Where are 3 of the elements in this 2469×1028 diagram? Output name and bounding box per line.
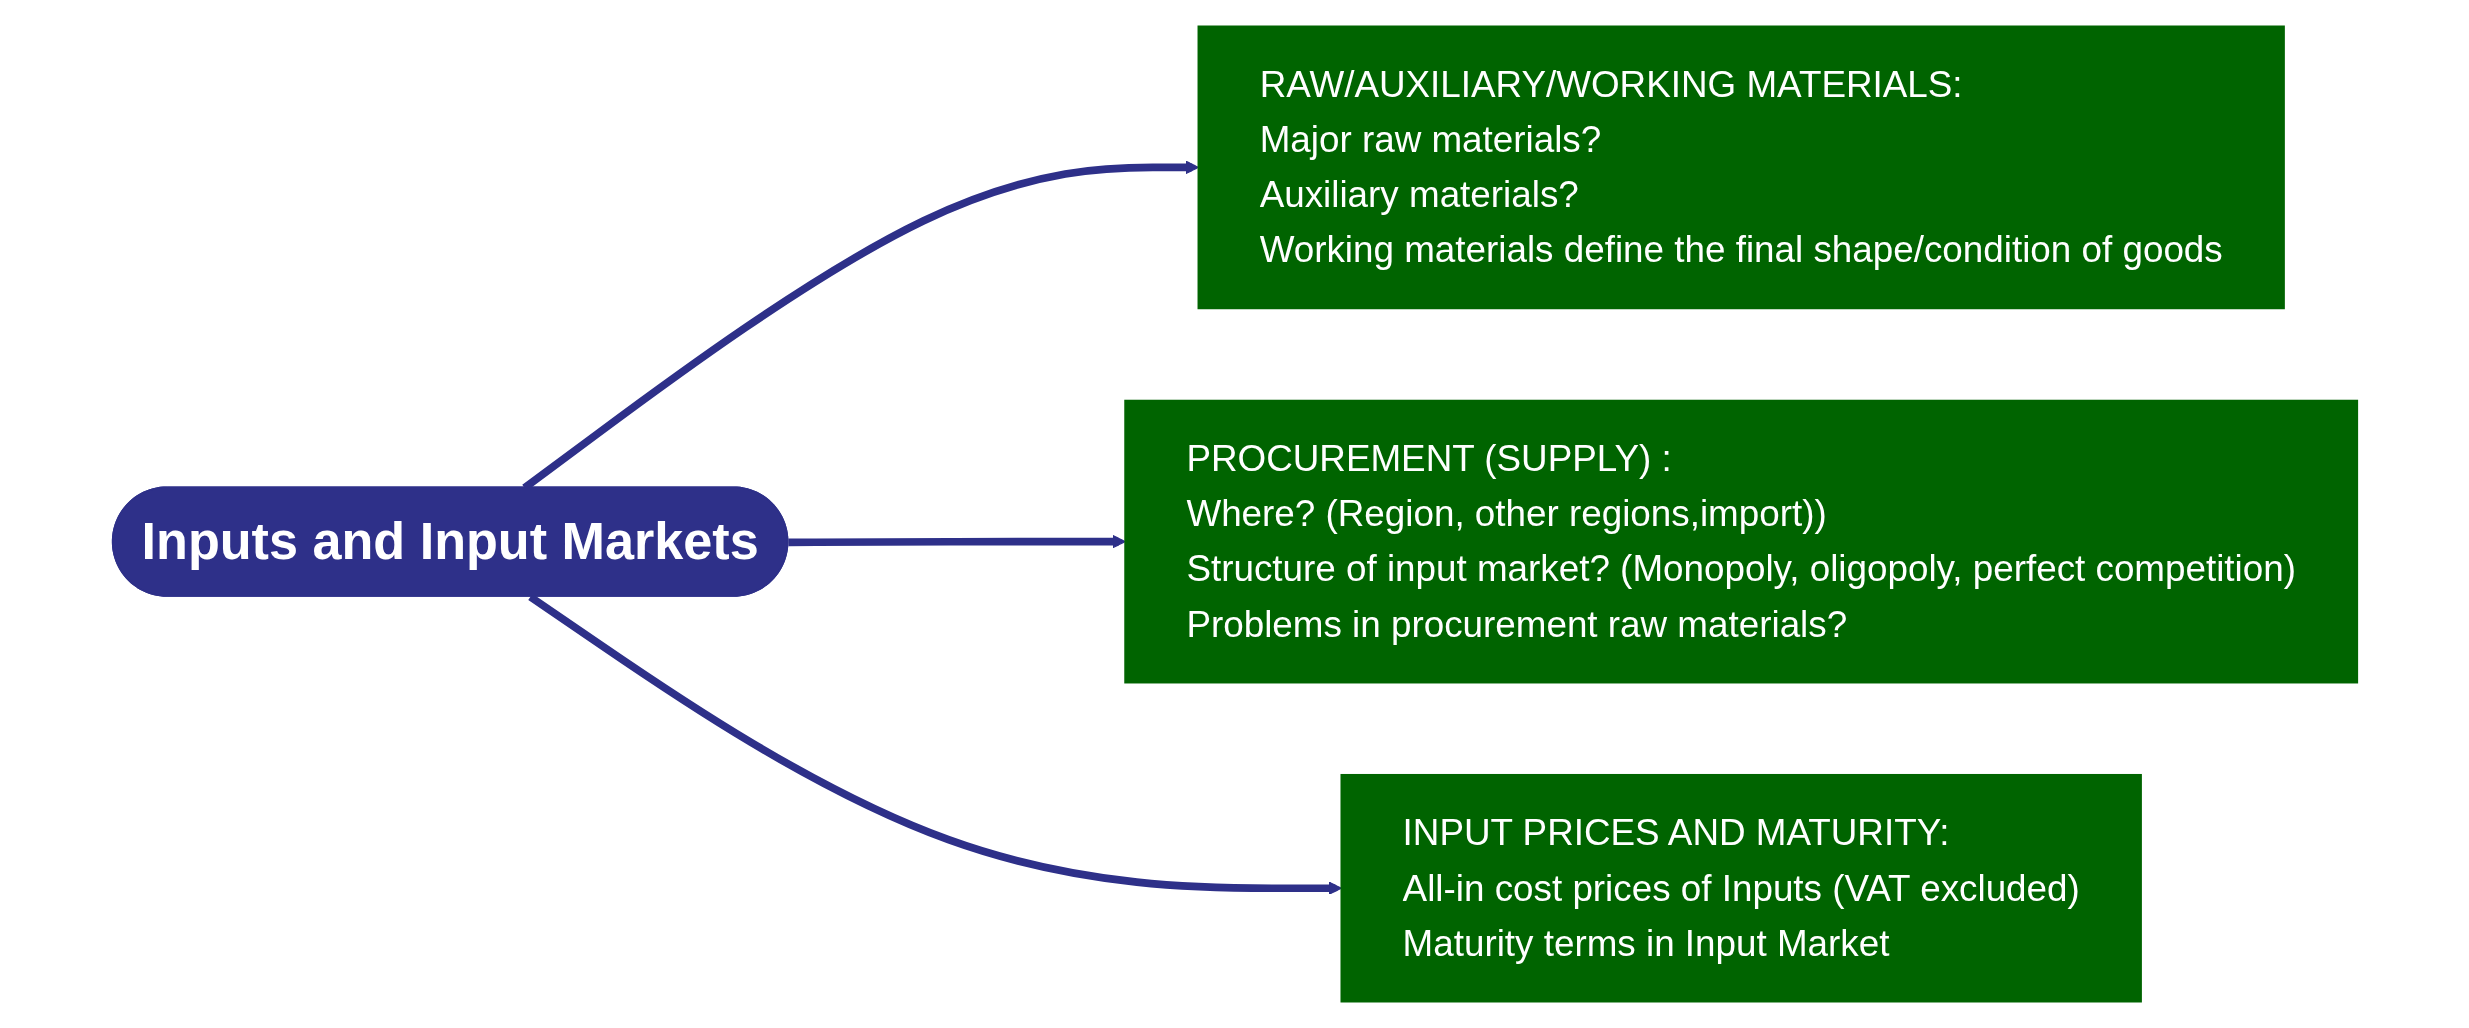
node-box: RAW/AUXILIARY/WORKING MATERIALS: Major raw materials? Auxiliary materials? Working materials define the final shape/condition of goods	[1197, 25, 2285, 310]
node-box: PROCUREMENT (SUPPLY) : Where? (Region, other regions,import)) Structure of input market? (Monopoly, oligopoly, perfect competition) Problems in procurement raw materials?	[1123, 399, 2358, 684]
node-box: INPUT PRICES AND MATURITY: All-in cost prices of Inputs (VAT excluded) Maturity terms in Input Market	[1340, 773, 2142, 1003]
